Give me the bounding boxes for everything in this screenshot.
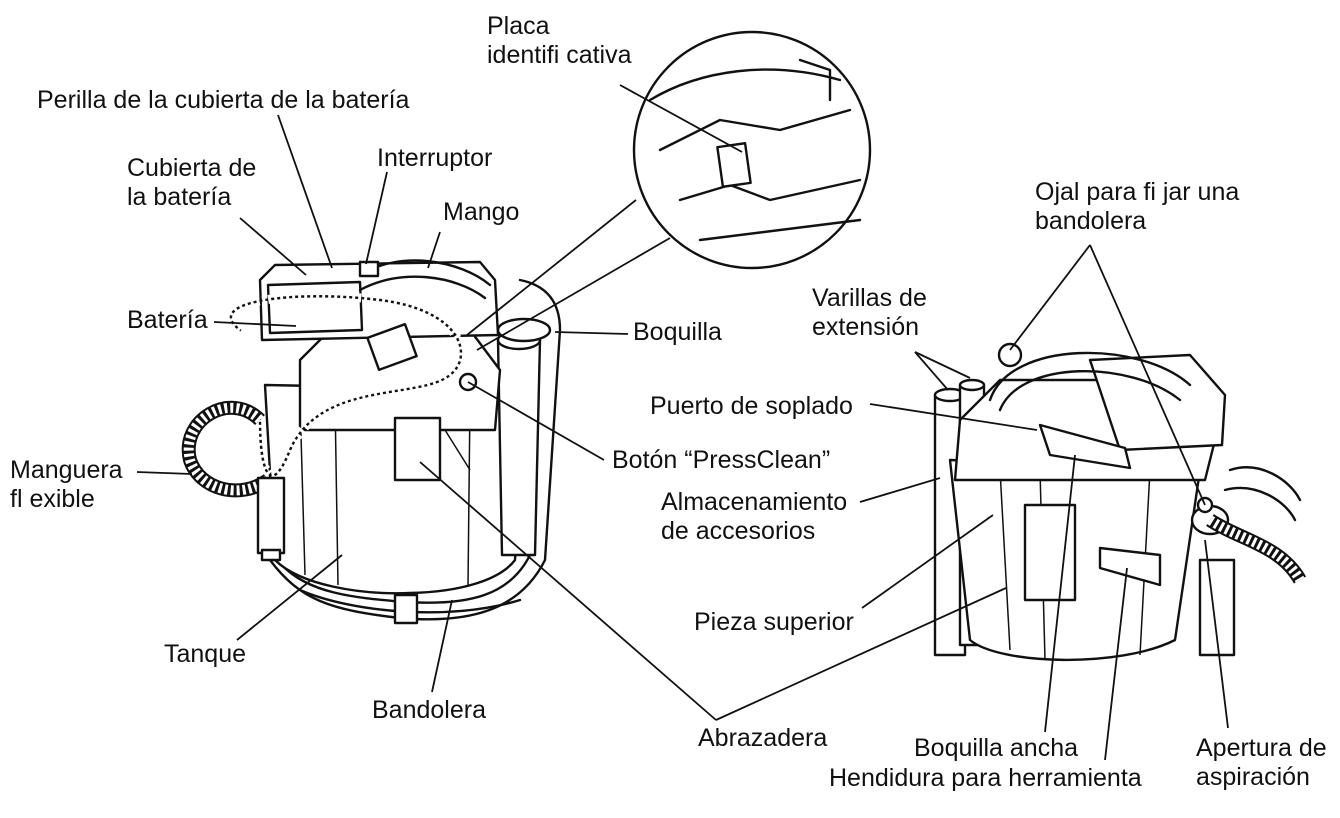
- right-vacuum-drawing: [933, 342, 1307, 662]
- left-vacuum-drawing: [181, 259, 562, 625]
- label-tanque: Tanque: [164, 640, 247, 668]
- label-bateria: Batería: [127, 306, 208, 334]
- label-interruptor: Interruptor: [377, 144, 493, 172]
- strap-buckle: [393, 593, 419, 625]
- label-pieza: Pieza superior: [694, 608, 854, 636]
- leader-lines: [136, 84, 1229, 761]
- label-boton: Botón “PressClean”: [612, 446, 831, 474]
- label-mango: Mango: [443, 198, 520, 226]
- label-hendidura: Hendidura para herramienta: [829, 764, 1142, 792]
- magnified-detail: [466, 30, 872, 351]
- label-abrazadera: Abrazadera: [698, 724, 828, 752]
- label-boquilla-ancha: Boquilla ancha: [914, 734, 1079, 762]
- label-boquilla: Boquilla: [633, 318, 722, 346]
- label-bandolera: Bandolera: [372, 696, 486, 724]
- label-perilla: Perilla de la cubierta de la batería: [37, 86, 410, 114]
- label-puerto: Puerto de soplado: [650, 392, 853, 420]
